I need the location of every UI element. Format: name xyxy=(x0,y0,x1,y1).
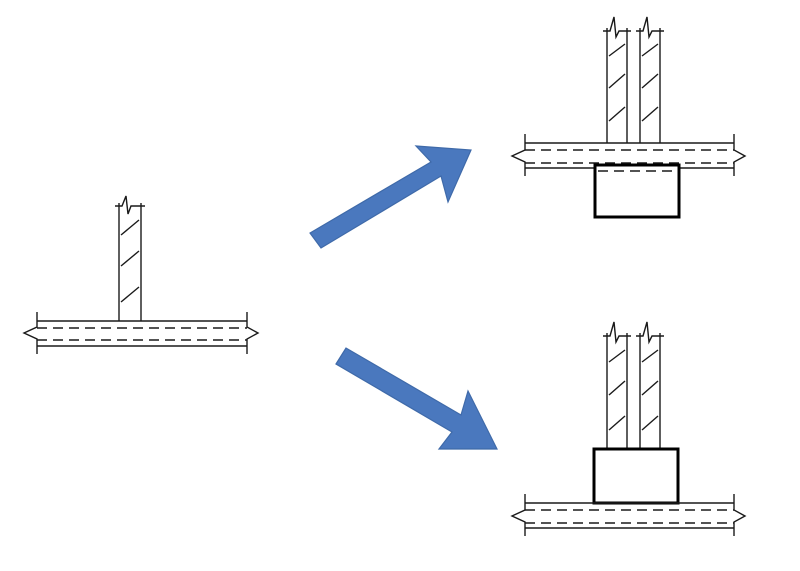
original-detail xyxy=(22,195,260,354)
added-block-below-slab xyxy=(593,163,681,219)
slab xyxy=(22,312,260,354)
wall xyxy=(115,195,145,321)
wall xyxy=(636,16,664,143)
variant-top-detail xyxy=(510,16,747,219)
added-block-above-slab xyxy=(592,447,680,505)
wall xyxy=(603,16,631,143)
arrow-up-right xyxy=(309,145,472,249)
variant-bottom-detail xyxy=(510,321,747,536)
slab xyxy=(510,134,747,176)
wall xyxy=(636,321,664,450)
slab xyxy=(510,494,747,536)
arrow-down-right xyxy=(335,347,498,450)
wall xyxy=(603,321,631,450)
